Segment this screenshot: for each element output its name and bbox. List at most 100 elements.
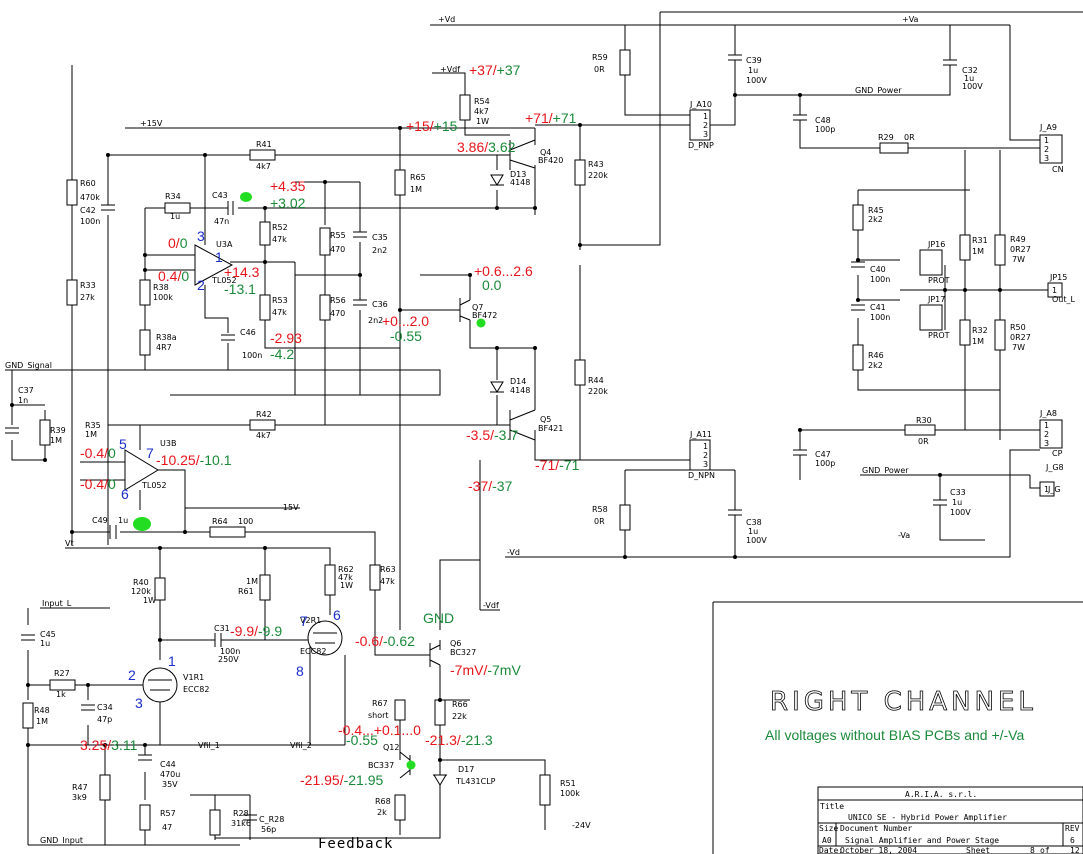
r60-body [66,179,78,206]
value-c37: 1n [18,396,28,405]
annot-in-neg: 0.4/0 [158,268,189,284]
annot-q7e-b: 0.0 [482,277,502,293]
value-q12: BC337 [368,761,394,770]
marker-q12 [406,760,416,770]
label-r30: R30 [916,416,932,425]
r33-body [66,279,78,306]
value-r67: short [368,711,389,720]
label-r39: R39 [50,426,66,435]
value-r32: 1M [972,337,984,346]
label-c32: C32 [962,66,978,75]
label-r40: R40 [133,578,149,587]
value-c38: 1u [748,527,758,536]
r52-body [259,221,271,246]
pin3-j-a11: 3 [703,460,708,469]
annot-q7c-b: -0.55 [390,328,422,344]
tb-rev-value: 6 [1070,836,1075,845]
tb-date-value: October 18, 2004 [840,846,917,854]
net-m15v: -15V [280,503,299,512]
value-c48: 100p [815,125,835,134]
u3a-symbol [194,244,234,286]
value-c-r28: 56p [261,825,276,834]
v2-tube [307,620,343,656]
pin-v2-7: 7 [300,613,308,629]
r34-body [164,202,191,214]
pin-u3b-6: 6 [121,486,129,502]
value-r65: 1M [410,185,422,194]
tb-date-label: Date: [819,846,843,854]
title-block: A.R.I.A. s.r.l. Title UNICO SE - Hybrid … [817,786,1083,854]
r67-body [394,699,406,721]
net-vt: Vt [65,539,74,548]
pin-v1-2: 2 [128,667,136,683]
r28-body [209,809,221,836]
r56-body [319,294,331,321]
r43-body [574,159,586,186]
net-vfil2: Vfil_2 [290,741,312,750]
d13-symbol [490,174,504,186]
value-r44: 220k [588,387,608,396]
tb-docnum-label: Document Number [840,824,912,833]
net-vd-neg: -Vd [507,548,520,557]
value-c36: 2n2 [368,316,383,325]
value2-r49: 7W [1012,255,1025,264]
label-c48: C48 [815,116,831,125]
r51-body [539,774,551,806]
j-g8-connector [1039,481,1055,497]
value2-c32: 100V [962,82,983,91]
pin-v2-8: 8 [296,663,304,679]
pin1-j-a8: 1 [1044,421,1049,430]
pin2-j-a11: 2 [703,451,708,460]
annot-06: -0.6/-0.62 [355,633,415,649]
label-j-a9: J_A9 [1039,123,1057,132]
annot-u3a-out-b: -13.1 [224,281,256,297]
r47-body [99,774,111,801]
value2-r62: 1W [340,581,353,590]
r49-body [994,234,1006,266]
value-r58: 0R [594,517,605,526]
pin-v1-3: 3 [135,695,143,711]
r58-body [619,504,631,531]
value-c39: 1u [748,66,758,75]
label-c37: C37 [18,386,34,395]
value-r43: 220k [588,171,608,180]
j-a10-connector [689,109,711,141]
r68-body [394,794,406,821]
value-r33: 27k [80,293,95,302]
value-r64: 100 [238,517,253,526]
label-r27: R27 [54,669,70,678]
feedback-label: Feedback [318,836,393,852]
label-c39: C39 [746,56,762,65]
label-c41: C41 [870,303,886,312]
v1-tube [142,667,178,703]
label-c49: C49 [92,516,108,525]
r45-body [852,204,864,231]
pin1-jp15: 1 [1052,286,1057,295]
net-m24v: -24V [572,821,591,830]
value-r27: 1k [56,690,66,699]
r30-body [904,424,936,436]
tb-size-label: Size [819,824,838,833]
value-c44: 470u [160,770,180,779]
annot-293-a: -2.93 [270,330,302,346]
j-a9-connector [1039,134,1063,164]
label-u3a: U3A [216,240,233,249]
tb-of-value: 12 [1070,846,1080,854]
r50-body [994,319,1006,351]
annot-7mv: -7mV/-7mV [450,662,521,678]
value-v2: ECC82 [300,647,326,656]
component-labels: R59 0R C39 1u 100V C32 1u 100V J_A10 D_P… [18,53,1067,834]
pin-v1-1: 1 [168,653,176,669]
tb-company: A.R.I.A. s.r.l. [905,790,977,799]
annot-04-a: -0.4...+0.1...0 [338,722,421,738]
d17-symbol [433,774,447,786]
highlight-markers [133,192,486,770]
value-r57: 47 [162,823,172,832]
marker-c49 [133,517,151,531]
value-v1: ECC82 [183,685,209,694]
value-u3a: TL052 [211,276,237,285]
value-j-a9: CN [1052,165,1064,174]
label-r67: R67 [372,699,388,708]
label-c38: C38 [746,518,762,527]
net-gnd-power-top: GND_Power [855,86,902,95]
